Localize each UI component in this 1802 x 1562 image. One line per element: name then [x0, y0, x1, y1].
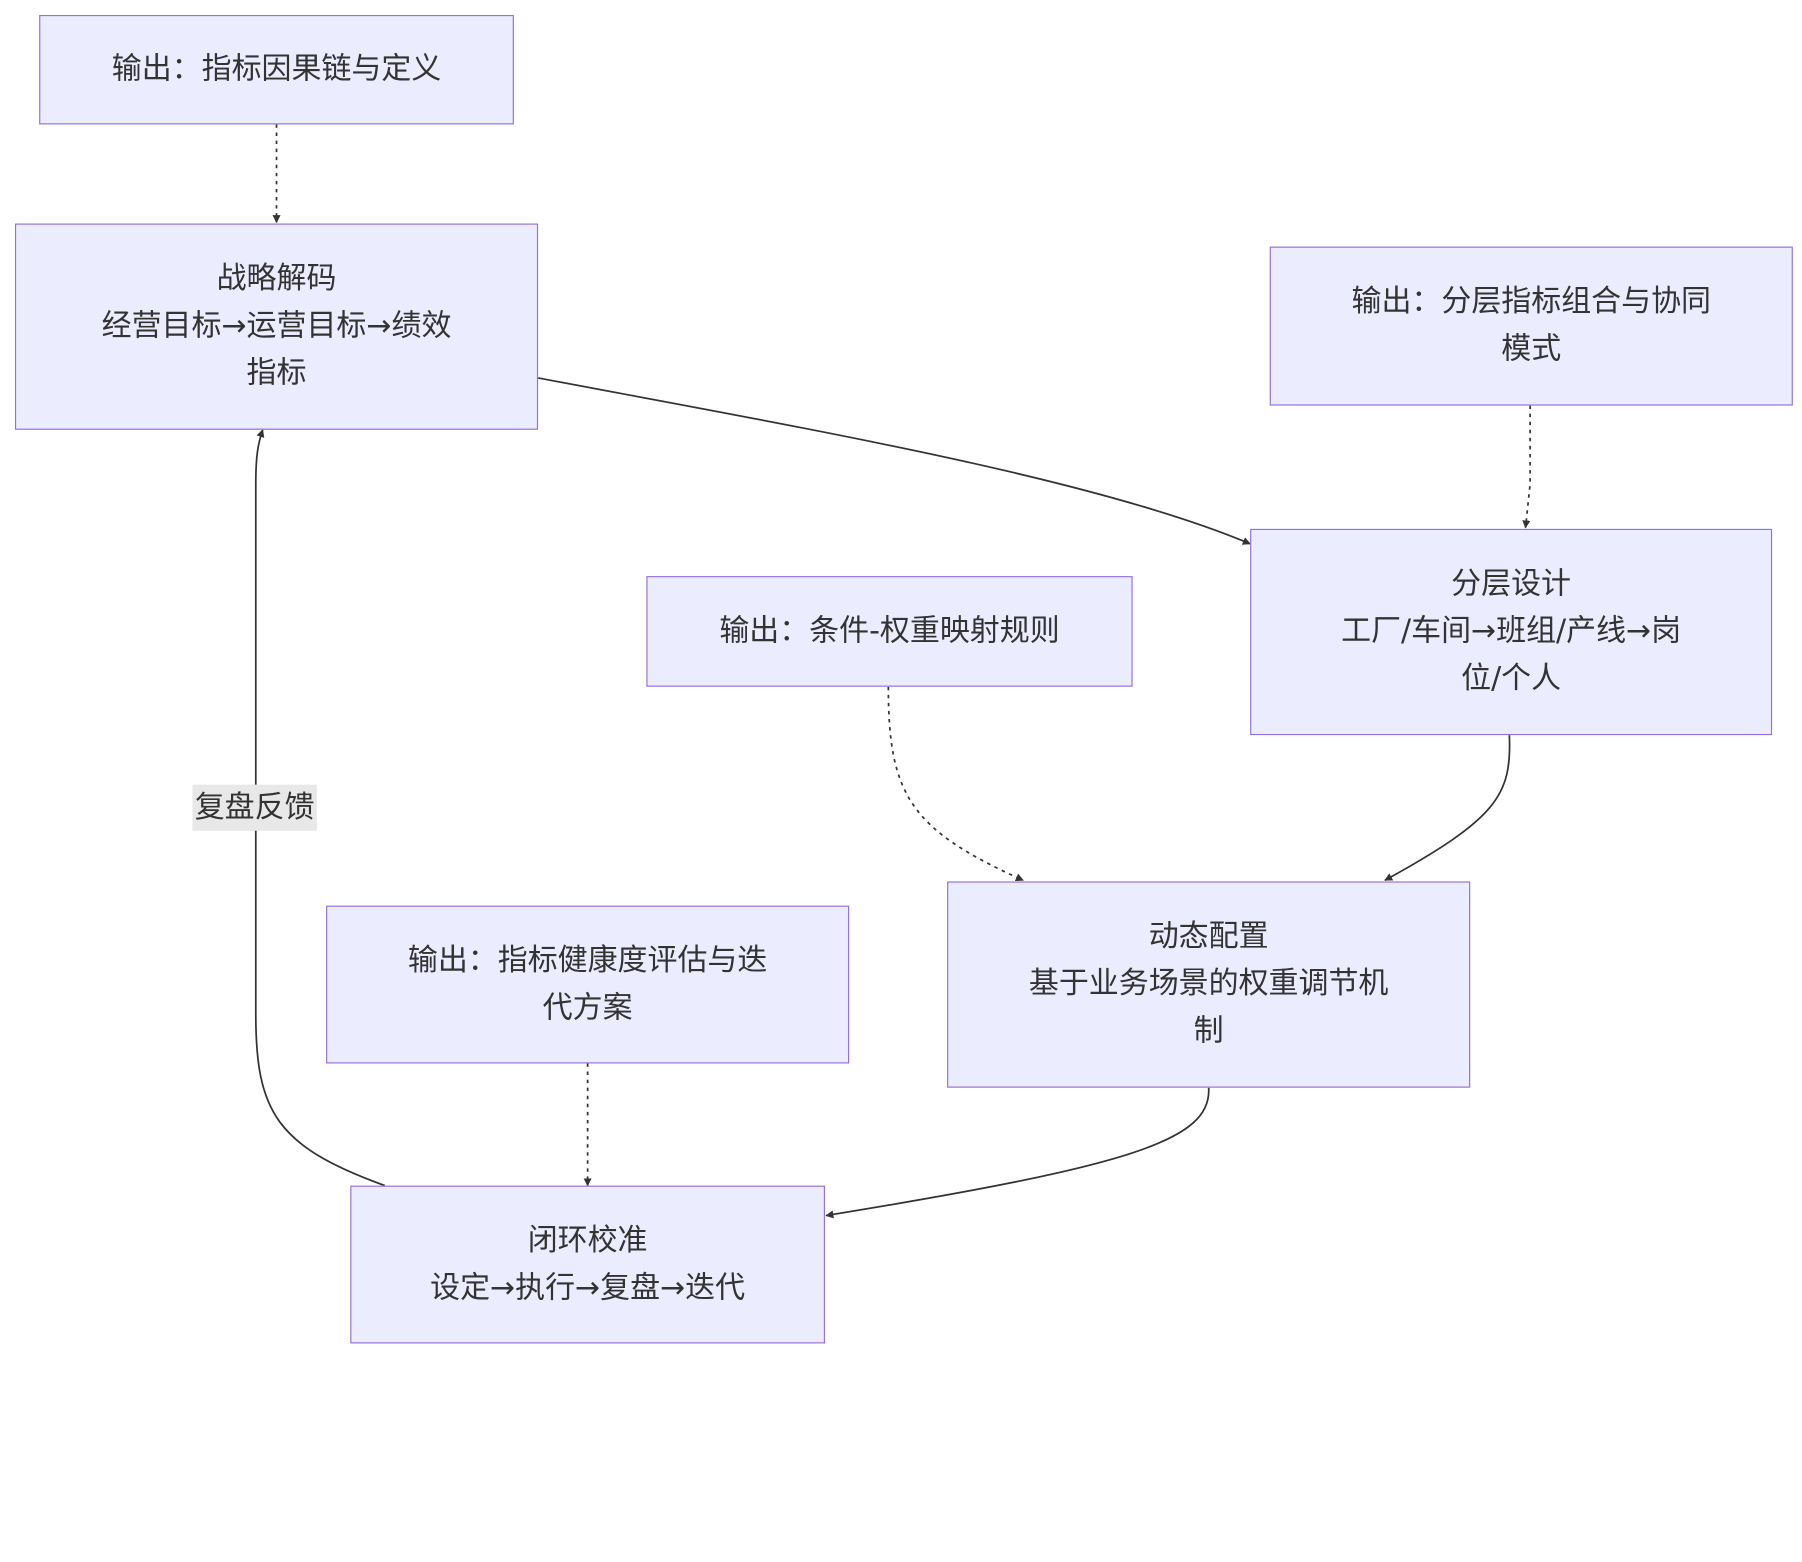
node-text-line: 基于业务场景的权重调节机	[1028, 966, 1389, 1002]
edge-layer-output-to-layer	[1522, 405, 1531, 529]
node-text-line: 输出：条件-权重映射规则	[719, 613, 1060, 649]
strategy-output-node: 输出：指标因果链与定义	[39, 14, 514, 125]
dynamic-output-node: 输出：条件-权重映射规则	[646, 576, 1133, 687]
node-text-line: 制	[1193, 1013, 1224, 1049]
dynamic-config-node: 动态配置基于业务场景的权重调节机制	[947, 881, 1471, 1088]
edge-layer	[254, 124, 1531, 1219]
node-text-line: 输出：指标健康度评估与迭	[407, 943, 768, 978]
strategy-decoding-node: 战略解码经营目标→运营目标→绩效指标	[14, 223, 539, 430]
node-text-line: 设定→执行→复盘→迭代	[430, 1270, 746, 1305]
node-text-line: 战略解码	[216, 261, 337, 297]
node-text-line: 闭环校准	[527, 1223, 648, 1258]
edge-feedback-closed-to-strategy	[254, 429, 386, 1187]
node-text-line: 位/个人	[1461, 661, 1562, 696]
node-text-line: 分层设计	[1451, 566, 1572, 602]
edge-dynamic-output-to-dynamic	[887, 686, 1024, 882]
node-text-line: 工厂/车间→班组/产线→岗	[1341, 614, 1682, 649]
node-text-line: 指标	[246, 356, 307, 391]
edge-layer-to-dynamic	[1384, 735, 1511, 882]
node-text-line: 模式	[1501, 331, 1562, 367]
node-text-line: 动态配置	[1148, 919, 1269, 955]
node-text-line: 输出：分层指标组合与协同	[1351, 284, 1712, 320]
node-text-line: 代方案	[542, 990, 633, 1025]
node-text-line: 输出：指标因果链与定义	[111, 51, 442, 87]
layer-output-node: 输出：分层指标组合与协同模式	[1269, 246, 1793, 406]
edge-dynamic-to-closed	[825, 1087, 1210, 1219]
closed-loop-node: 闭环校准设定→执行→复盘→迭代	[350, 1185, 825, 1344]
node-text-line: 经营目标→运营目标→绩效	[101, 308, 452, 344]
closed-output-node: 输出：指标健康度评估与迭代方案	[326, 905, 850, 1064]
edge-strategy-to-layer	[537, 377, 1251, 545]
feedback-edge-label: 复盘反馈	[192, 784, 317, 831]
layered-design-node: 分层设计工厂/车间→班组/产线→岗位/个人	[1250, 528, 1773, 736]
